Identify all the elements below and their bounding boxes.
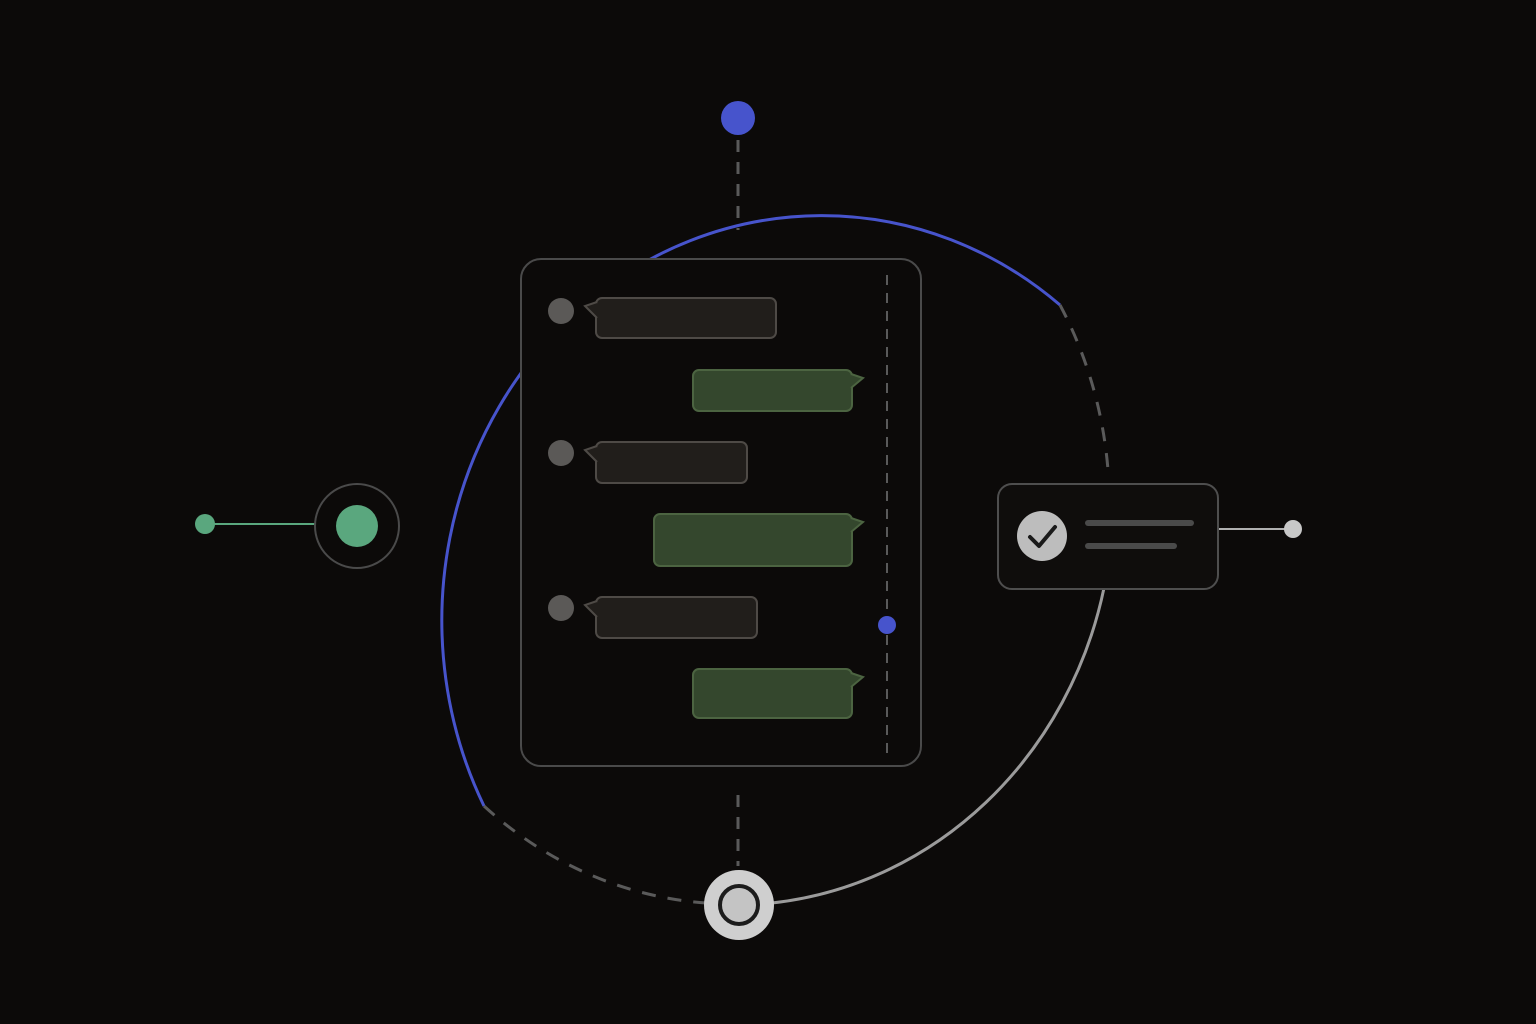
message-outgoing[interactable] [653,513,866,567]
blue-dot-node[interactable] [721,101,755,135]
outgoing-bubble [692,668,853,719]
incoming-bubble [595,441,748,484]
outgoing-bubble [692,369,853,412]
ring-arc-dashed-right [1058,304,1110,471]
bubble-tail [850,672,866,688]
check-card-node[interactable] [997,483,1302,590]
ring-arc-dashed-bottom [482,804,707,905]
message-incoming[interactable] [548,595,758,639]
target-ring [718,884,760,926]
bubble-tail [583,600,598,618]
avatar [548,595,574,621]
green-node-core [336,505,378,547]
message-outgoing[interactable] [692,668,866,719]
bubble-tail [850,373,866,389]
bubble-tail [583,445,598,463]
incoming-bubble [595,596,758,639]
green-dot-node[interactable] [195,483,400,569]
card-endpoint-dot [1284,520,1302,538]
check-icon [1028,525,1057,548]
green-endpoint-dot [195,514,215,534]
chat-panel[interactable] [520,258,922,767]
avatar [548,440,574,466]
bubble-tail [583,301,598,319]
message-incoming[interactable] [548,440,748,484]
target-ring-node[interactable] [704,870,774,940]
check-badge [1017,511,1067,561]
avatar [548,298,574,324]
scroll-thumb[interactable] [878,616,896,634]
outgoing-bubble [653,513,853,567]
bubble-tail [850,517,866,533]
incoming-bubble [595,297,777,339]
message-outgoing[interactable] [692,369,866,412]
status-card [997,483,1219,590]
ring-arc-neutral [771,587,1106,905]
message-incoming[interactable] [548,297,777,339]
